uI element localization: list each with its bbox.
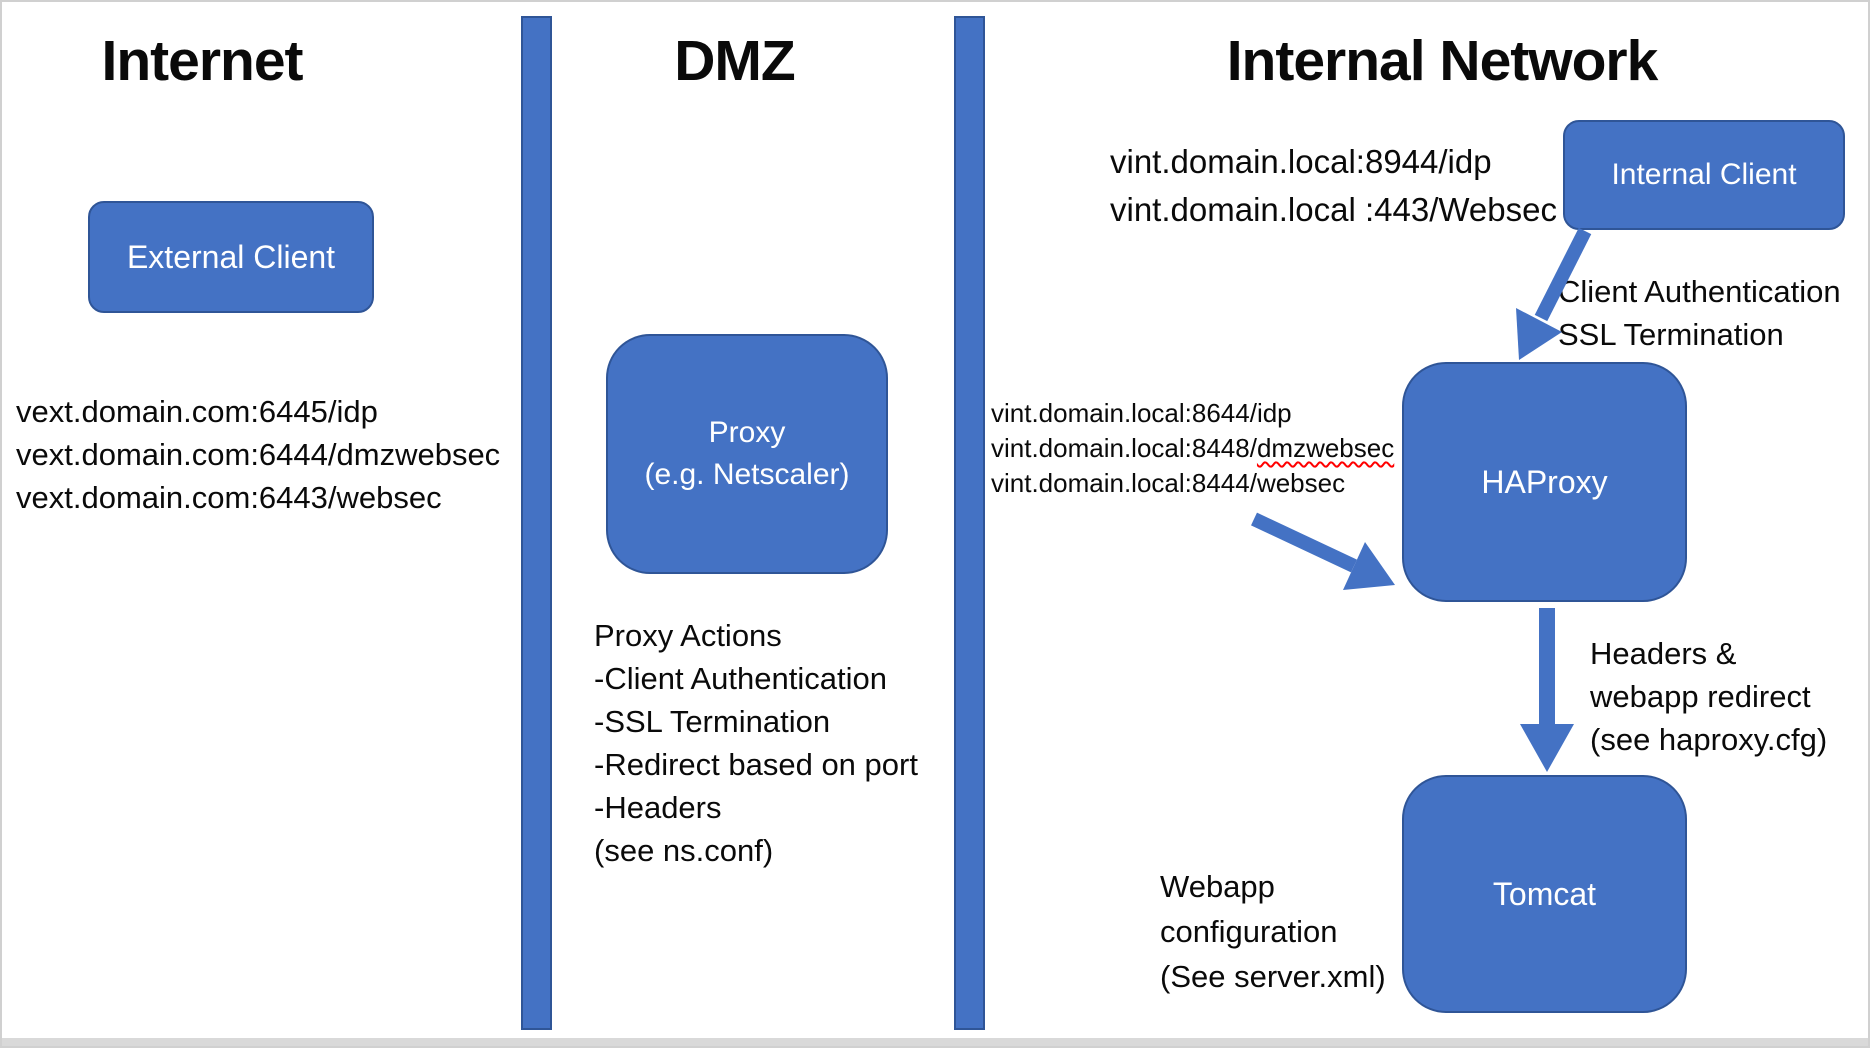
proxy-label-line2: (e.g. Netscaler) — [644, 458, 850, 491]
tomcat-box: Tomcat — [1402, 775, 1687, 1013]
zone-title-dmz: DMZ — [674, 29, 795, 93]
vint-haproxy-endpoint-prefix: vint.domain.local:8448/ — [991, 433, 1257, 463]
vint-haproxy-endpoint-flagged-word: dmzwebsec — [1256, 433, 1395, 463]
vint-haproxy-endpoint-line: vint.domain.local:8448/dmzwebsec — [991, 431, 1394, 466]
proxy-actions-line: -Redirect based on port — [594, 747, 918, 782]
endpoints-to-haproxy-arrow-icon — [1251, 512, 1395, 590]
vint-haproxy-endpoint-line: vint.domain.local:8444/websec — [991, 468, 1346, 498]
zone-title-internet: Internet — [101, 29, 303, 93]
proxy-actions-line: Proxy Actions — [594, 618, 782, 653]
dmz-internal-divider-bar — [954, 16, 985, 1030]
proxy-box: Proxy (e.g. Netscaler) — [606, 334, 888, 574]
vint-haproxy-endpoint-line: vint.domain.local:8644/idp — [991, 398, 1292, 428]
vint-client-endpoint-line: vint.domain.local:8944/idp — [1110, 143, 1492, 180]
internet-dmz-divider-bar — [521, 16, 552, 1030]
vint-client-endpoint-list: vint.domain.local:8944/idp vint.domain.l… — [1110, 138, 1557, 234]
vext-endpoint-line: vext.domain.com:6443/websec — [16, 480, 442, 515]
internal-client-label: Internal Client — [1611, 158, 1797, 191]
proxy-actions-line: (see ns.conf) — [594, 833, 774, 868]
proxy-label-line1: Proxy — [708, 416, 786, 449]
external-client-box: External Client — [88, 201, 374, 313]
vext-endpoint-list: vext.domain.com:6445/idp vext.domain.com… — [16, 390, 500, 519]
headers-redirect-note-line: Headers & — [1590, 636, 1737, 671]
vext-endpoint-line: vext.domain.com:6445/idp — [16, 394, 378, 429]
external-client-label: External Client — [126, 239, 336, 275]
vint-client-endpoint-line: vint.domain.local :443/Websec — [1110, 191, 1557, 228]
client-auth-note-line: Client Authentication — [1558, 274, 1841, 309]
client-auth-note: Client Authentication SSL Termination — [1558, 270, 1841, 356]
webapp-config-note-line: Webapp — [1160, 869, 1275, 904]
webapp-config-note-line: configuration — [1160, 914, 1338, 949]
haproxy-to-tomcat-arrow-icon — [1520, 608, 1574, 772]
zone-title-internal-network: Internal Network — [1226, 29, 1659, 93]
headers-redirect-note-line: webapp redirect — [1590, 679, 1811, 714]
proxy-actions-list: Proxy Actions -Client Authentication -SS… — [594, 614, 918, 872]
webapp-config-note: Webapp configuration (See server.xml) — [1160, 864, 1386, 999]
proxy-actions-line: -SSL Termination — [594, 704, 831, 739]
webapp-config-note-line: (See server.xml) — [1160, 959, 1386, 994]
client-auth-note-line: SSL Termination — [1558, 317, 1784, 352]
haproxy-label: HAProxy — [1481, 464, 1608, 500]
headers-redirect-note-line: (see haproxy.cfg) — [1590, 722, 1828, 757]
proxy-actions-line: -Headers — [594, 790, 722, 825]
window-bottom-edge — [2, 1038, 1868, 1046]
vint-haproxy-endpoint-list: vint.domain.local:8644/idp vint.domain.l… — [991, 396, 1394, 501]
headers-redirect-note: Headers & webapp redirect (see haproxy.c… — [1590, 632, 1827, 761]
tomcat-label: Tomcat — [1492, 876, 1597, 912]
vext-endpoint-line: vext.domain.com:6444/dmzwebsec — [16, 437, 501, 472]
proxy-actions-line: -Client Authentication — [594, 661, 887, 696]
internal-client-box: Internal Client — [1563, 120, 1845, 230]
haproxy-box: HAProxy — [1402, 362, 1687, 602]
